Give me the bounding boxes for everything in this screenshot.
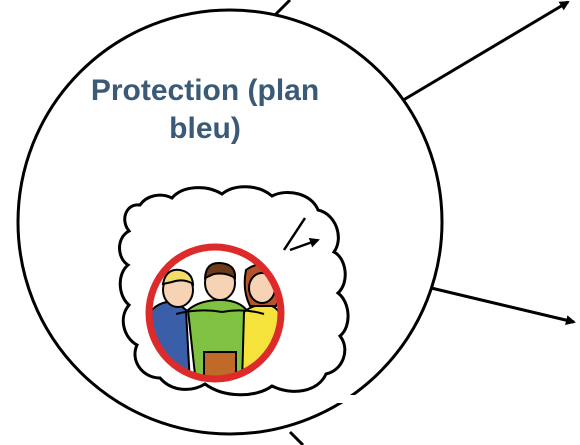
connector-bottom <box>290 432 303 445</box>
node-title: Protection (plan bleu) <box>40 72 370 148</box>
cloud-gap <box>300 395 355 403</box>
node-title-line-2: bleu) <box>40 110 370 148</box>
connector-right-arrow <box>427 287 574 322</box>
connector-top-right-arrow <box>400 2 568 102</box>
node-title-line-1: Protection (plan <box>40 72 370 110</box>
group-of-people-icon <box>148 247 282 384</box>
